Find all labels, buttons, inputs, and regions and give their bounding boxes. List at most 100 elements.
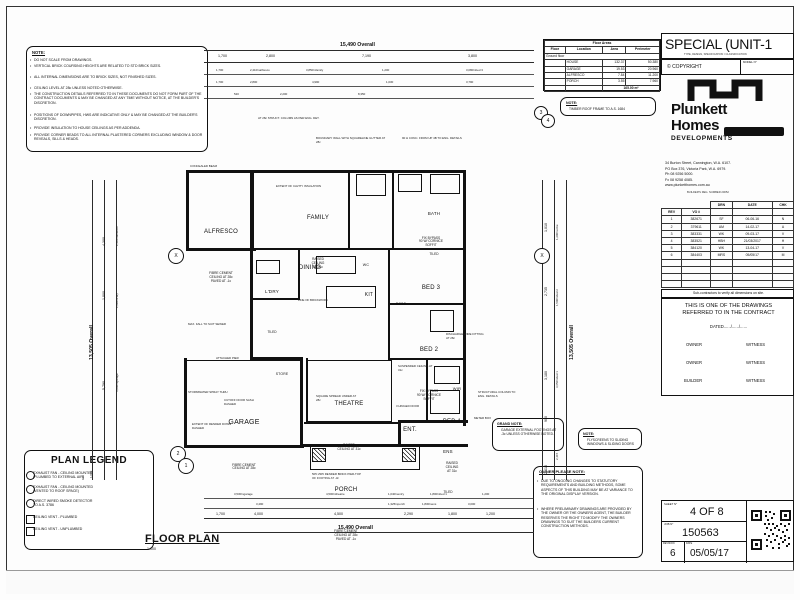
rev-drn: WK	[710, 229, 733, 239]
glazing-note-heading: NOTE:	[583, 432, 595, 436]
owner-note-item: WHERE PRELIMINARY DRAWINGS ARE PROVIDED …	[537, 507, 637, 528]
bath-fixture	[356, 174, 386, 196]
timber-roof-note: NOTE: TIMBER ROOF FRAME TO A.S. 1684	[560, 97, 656, 116]
brick-pier-icon	[402, 448, 416, 462]
rev-col-drn: DRN	[710, 200, 733, 210]
contract-dated-field[interactable]: DATED....../....../......	[709, 324, 748, 329]
revision-row: 4 383521 HBH 21/03/2017 H	[660, 237, 794, 246]
annotation: MAX. FALL TO SUIT SEWER	[188, 322, 226, 326]
address-website[interactable]: www.plunketthomes.com.au	[665, 183, 710, 187]
legend-item: EXHAUST FAN - CEILING MOUNTED (PLUMBED T…	[26, 471, 145, 480]
revision-table: DRN DATE CHK REV VO # 1 382671 SF 06-06-…	[660, 200, 794, 289]
annotation: EXTENT OF CAVITY INSULATION	[276, 184, 322, 188]
porch-outline	[310, 446, 420, 470]
section-marker-x[interactable]: X	[168, 248, 184, 264]
address-line: Fx 08 9258 4085.	[665, 177, 693, 182]
room-label: GARAGE	[228, 418, 260, 426]
room-porch[interactable]: PORCH FIBRE CEMENT CEILING AT 28c PAVED …	[316, 450, 376, 578]
drawing-scale: 1:100	[147, 547, 156, 551]
rev-num: 1	[660, 215, 683, 224]
copyright-band: © COPYRIGHT MODEL N°	[661, 59, 794, 75]
builder-registration: BUILDER'S REG. NUMBER 20052	[687, 191, 729, 194]
rev-num: 3	[660, 229, 683, 239]
room-label: DINING	[298, 264, 322, 271]
note-item: ALL INTERNAL DIMENSIONS ARE TO BRICK SIZ…	[30, 75, 206, 80]
room-dining[interactable]: DINING	[286, 228, 334, 308]
room-label: BATH	[427, 210, 441, 216]
rev-drn: AM	[710, 222, 733, 231]
legend-item-label: DIRECT WIRED SMOKE DETECTOR TO A.S. 3786	[33, 499, 93, 508]
col-perimeter: Perimeter	[625, 46, 660, 54]
room-note: TILED	[443, 489, 453, 494]
section-marker-x[interactable]: X	[534, 248, 550, 264]
room-note: FIX BYPASS 90 W/ CORNICE SOFFIT	[419, 235, 443, 248]
room-alfresco[interactable]: ALFRESCO FIBRE CEMENT CEILING AT 28c PAV…	[188, 192, 254, 320]
wall-exterior-left	[250, 170, 253, 360]
annotation: AT 28c STRUCT. COLUMN AS PER ENG. DET.	[258, 116, 320, 120]
floor-plan-drawing[interactable]: 15,490 Overall 1,700 2,800 7,190 3,800 1…	[81, 42, 575, 541]
note-item: VERTICAL BRICK COURSING HEIGHTS ARE RELA…	[30, 64, 206, 69]
dim-left-3: 5,790	[102, 381, 106, 390]
owner-note-item: DUE TO ONGOING CHANGES TO STATUTORY REQU…	[537, 479, 637, 496]
contract-declaration-block: THIS IS ONE OF THE DRAWINGS REFERRED TO …	[661, 298, 794, 396]
dim-top-1: 1,700	[218, 54, 227, 58]
glazing-note-text: FLYSCREENS TO SLIDING WINDOWS & SLIDING …	[587, 438, 634, 446]
note-item: PROVIDE CORNER BEADS TO ALL INTERNAL PLA…	[30, 133, 206, 142]
page-subtitle: FLOOR PLAN	[145, 533, 220, 545]
legend-item-label: EXHAUST FAN - CEILING MOUNTED (PLUMBED T…	[33, 471, 94, 480]
room-family[interactable]: FAMILY RAISED CEILING AT 31c	[290, 178, 346, 306]
dim-right-4: 900	[544, 416, 548, 422]
room-label: ROBE	[395, 301, 407, 306]
room-bed-2[interactable]: BED 2 FIX BYPASS 90 W/ CORNICE SOFFIT	[396, 310, 462, 438]
dim-right-2: 2,735	[544, 287, 548, 296]
legend-item: DIRECT WIRED SMOKE DETECTOR TO A.S. 3786	[26, 499, 145, 508]
annotation: 90 H CONC. FROM UP 4B TO ENG. DETAILS	[402, 136, 462, 140]
plan-legend: PLAN LEGEND EXHAUST FAN - CEILING MOUNTE…	[24, 450, 154, 550]
room-note: RAISED CEILING AT 31c	[311, 257, 325, 269]
rev-date: 14-02-17	[731, 222, 774, 231]
subcontractor-note: Sub-contractors to verify all dimensions…	[661, 289, 794, 298]
room-note: RAISED CEILING AT 31c	[445, 461, 459, 473]
annotation: CUTOFF DOOR SASH DASHED	[224, 398, 254, 406]
room-theatre[interactable]: THEATRE RAISED CEILING AT 31c	[308, 364, 390, 489]
dim-bottom-1: 1,700	[216, 512, 225, 516]
note-item: PROVIDE INSULATION TO HOUSE CEILINGS AS …	[30, 126, 206, 131]
room-wir[interactable]: WIR	[448, 350, 466, 428]
ens-shower	[430, 310, 454, 332]
owner-signature-label: OWNER	[686, 360, 703, 365]
annotation: CONCEALED BEAM	[190, 164, 217, 168]
room-kitchen[interactable]: KIT	[356, 256, 382, 335]
room-wc[interactable]: WC	[358, 226, 374, 304]
room-bath[interactable]: BATH TILED	[422, 174, 446, 293]
room-store[interactable]: STORE	[270, 336, 294, 413]
rev-chk: M	[772, 251, 794, 260]
room-entry[interactable]: ENT.	[396, 390, 424, 470]
room-robe[interactable]: ROBE	[392, 266, 410, 343]
annotation: SUSPENDED CEILING AT 31c	[398, 364, 433, 372]
wall-exterior-top	[252, 170, 466, 173]
rev-col-vo: VO #	[681, 208, 712, 217]
room-bed-3[interactable]: FIX BYPASS 90 W/ CORNICE SOFFIT BED 3	[400, 200, 462, 328]
room-note: FIX BYPASS 90 W/ CORNICE SOFFIT	[417, 389, 441, 401]
room-ensuite[interactable]: ENS TILED	[436, 412, 460, 531]
grid-bubble-4[interactable]: 4	[541, 114, 555, 128]
floor-areas-table: Floor Areas Floor Location Area Perimete…	[543, 39, 661, 93]
note-item: DO NOT SCALE FROM DRAWINGS.	[30, 58, 206, 63]
smoke-detector-icon	[26, 499, 35, 508]
ceiling-vent-plumbed-icon	[26, 515, 35, 524]
rev-drn: WK	[710, 244, 733, 253]
legend-item: CEILING VENT - PLUMBED	[26, 515, 145, 524]
company-address: 34 Burton Street, Cannington, W.A. 6107.…	[661, 161, 794, 201]
rev-date: 06-06-16	[731, 215, 774, 224]
note-item: CEILING LEVEL AT 28c UNLESS NOTED OTHERW…	[30, 86, 206, 91]
pty-fixture	[398, 174, 422, 192]
witness-signature-label: WITNESS	[746, 378, 766, 383]
logo-line-1: Plunkett	[671, 101, 727, 118]
room-laundry[interactable]: L'DRY TILED	[254, 252, 290, 371]
dim-right-overall: 13,505 Overall	[569, 325, 575, 360]
room-bed-1[interactable]: BED 1 RAISED CEILING AT 31c	[430, 382, 474, 510]
rev-vo: 383331	[681, 229, 712, 239]
room-garage[interactable]: GARAGE FIBRE CEMENT CEILING AT 28c	[190, 382, 298, 508]
revision-row: 1 382671 SF 06-06-16 N	[660, 215, 794, 224]
grid-bubble-1[interactable]: 1	[178, 458, 194, 474]
